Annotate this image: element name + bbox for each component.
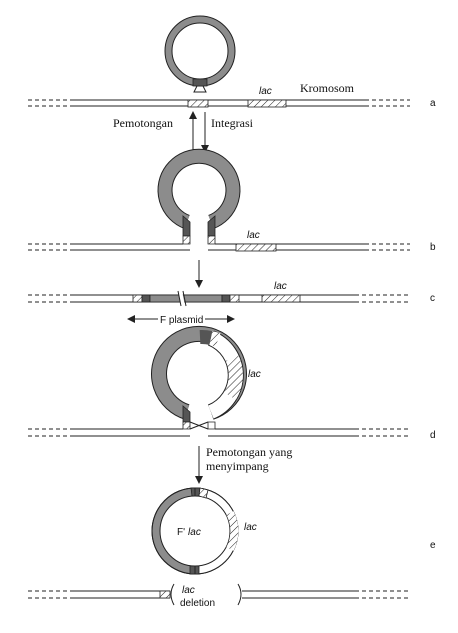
step-e: F'lac lac lac deletion e [28, 487, 436, 609]
step-d: lac d [28, 325, 436, 441]
f-lac-loop-d [151, 325, 247, 430]
lac-gene-c [261, 294, 301, 303]
step-label-d: d [430, 430, 436, 441]
f-plasmid-label: F plasmid [160, 315, 203, 326]
chromosome-e [28, 583, 410, 606]
plasmid-dark-right-c [221, 294, 231, 303]
lac-label-e: lac [244, 522, 257, 533]
arrow-d-e: Pemotongan yang menyimpang [195, 445, 292, 484]
lac-region-d [223, 355, 243, 400]
step-label-e: e [430, 540, 436, 551]
pemotongan-label: Pemotongan [113, 116, 173, 130]
step-label-b: b [430, 242, 436, 253]
plasmid-dark-left-c [141, 294, 151, 303]
insertion-left-c [132, 294, 143, 303]
f-plasmid-circle-a [164, 15, 236, 93]
kromosom-label: Kromosom [300, 81, 355, 95]
lac-label-d: lac [248, 369, 261, 380]
lac-label-c: lac [274, 281, 287, 292]
step-b: lac b [28, 148, 436, 253]
step-c: lac F plasmid c [28, 281, 435, 326]
insertion-site-a [187, 99, 209, 108]
insertion-right-c [229, 294, 240, 303]
step-label-a: a [430, 98, 436, 109]
chromosome-d [28, 428, 410, 437]
f-plasmid-span: F plasmid [127, 312, 235, 326]
f-plasmid-segment-c [149, 294, 223, 303]
lac-region-e [226, 511, 239, 551]
step-label-c: c [430, 293, 435, 304]
integrasi-label: Integrasi [211, 116, 254, 130]
lac-deletion-line2: deletion [180, 598, 215, 609]
f-prime-label: F'lac [177, 527, 201, 538]
lac-label-b: lac [247, 230, 260, 241]
insertion-remnant-e [159, 590, 171, 599]
chromosome-b [28, 243, 410, 252]
chromosome-a [28, 99, 410, 108]
lac-gene-b [235, 243, 277, 252]
f-prime-lac-plasmid [151, 487, 239, 575]
lac-gene-a [247, 99, 287, 108]
step-a: lac Kromosom a [28, 15, 436, 109]
chromosome-c [28, 290, 410, 307]
lac-label-a: lac [259, 86, 272, 97]
arrows-a-b: Pemotongan Integrasi [113, 111, 254, 153]
pemotongan-menyimpang-line2: menyimpang [206, 459, 269, 473]
pemotongan-menyimpang-line1: Pemotongan yang [206, 445, 292, 459]
lac-deletion-line1: lac [182, 585, 195, 596]
f-plasmid-loop-b [157, 148, 241, 245]
